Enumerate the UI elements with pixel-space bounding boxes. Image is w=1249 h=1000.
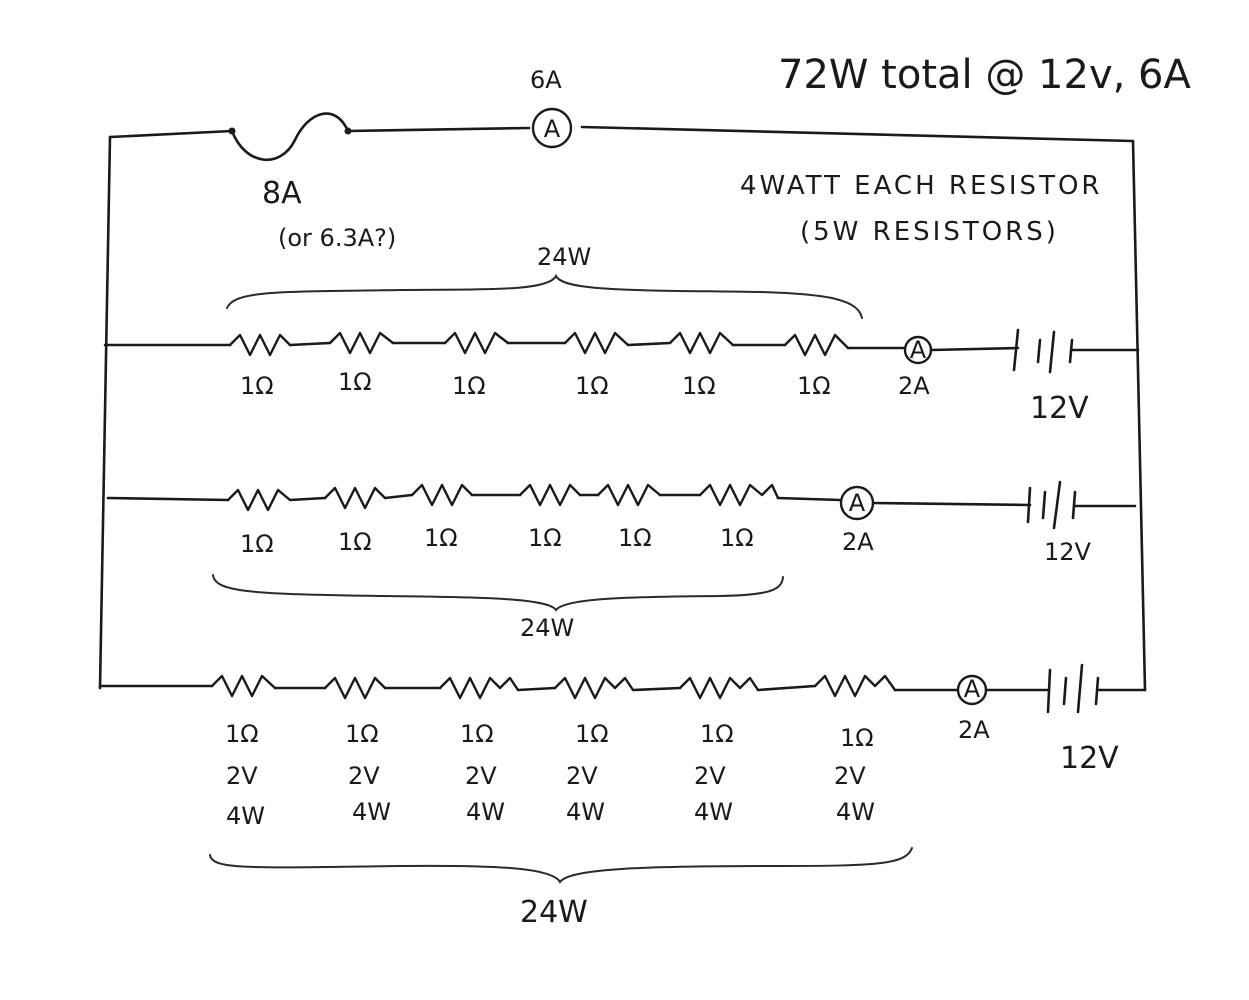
fuse-rating: 8A <box>262 176 302 211</box>
branch-2-r6-label: 1Ω <box>720 524 754 552</box>
branch-3-v5-label: 2V <box>694 762 726 790</box>
branch-2-r3-label: 1Ω <box>424 524 458 552</box>
diagram-title: 72W total @ 12v, 6A <box>778 52 1192 98</box>
branch-3-v6-label: 2V <box>834 762 866 790</box>
branch-1-r4-label: 1Ω <box>575 372 609 400</box>
branch-3-r6-label: 1Ω <box>840 724 874 752</box>
branch-3-r3-label: 1Ω <box>460 720 494 748</box>
resistor-3 <box>438 676 520 700</box>
resistor-note-2: (5W RESISTORS) <box>800 217 1059 247</box>
branch-3-w2-label: 4W <box>352 798 391 826</box>
resistor-4 <box>518 483 582 507</box>
resistor-1 <box>210 674 277 698</box>
branch-2-battery-voltage: 12V <box>1044 538 1092 566</box>
main-ammeter-reading: 6A <box>530 66 562 94</box>
branch-3-v1-label: 2V <box>226 762 258 790</box>
branch-2-ammeter-reading: 2A <box>842 528 874 556</box>
branch-1-ammeter-reading: 2A <box>898 372 930 400</box>
branch-1-r2-label: 1Ω <box>338 368 372 396</box>
left-rail <box>98 135 112 690</box>
branch-1-battery <box>1012 328 1074 374</box>
fuse-alt-rating: (or 6.3A?) <box>278 224 396 252</box>
branch-3-ammeter-reading: 2A <box>958 716 990 744</box>
resistor-2 <box>323 676 387 700</box>
branch-3-r2-label: 1Ω <box>345 720 379 748</box>
branch-3-r1-label: 1Ω <box>225 720 259 748</box>
branch-3-power-brace <box>209 847 913 884</box>
resistor-3 <box>410 483 474 507</box>
branch-1-power: 24W <box>537 243 591 271</box>
top-wire-left <box>108 129 234 139</box>
resistor-3 <box>443 331 510 355</box>
resistor-4 <box>553 676 635 700</box>
branch-3-v2-label: 2V <box>348 762 380 790</box>
fuse-symbol <box>228 112 352 162</box>
branch-3 <box>98 663 1147 884</box>
branch-2-r4-label: 1Ω <box>528 524 562 552</box>
resistor-1 <box>228 333 292 357</box>
branch-3-w4-label: 4W <box>566 798 605 826</box>
branch-3-v3-label: 2V <box>465 762 497 790</box>
resistor-note: 4WATT EACH RESISTOR <box>740 171 1102 201</box>
branch-3-r5-label: 1Ω <box>700 720 734 748</box>
top-wire-middle <box>346 126 531 133</box>
branch-3-battery-voltage: 12V <box>1060 741 1119 776</box>
branch-1-r1-label: 1Ω <box>240 372 274 400</box>
branch-1-power-brace <box>226 273 863 319</box>
branch-2-r5-label: 1Ω <box>618 524 652 552</box>
branch-1-r5-label: 1Ω <box>682 372 716 400</box>
resistor-1 <box>226 488 292 512</box>
branch-1-r6-label: 1Ω <box>797 372 831 400</box>
resistor-4 <box>563 331 630 355</box>
resistor-6 <box>783 333 850 357</box>
branch-3-w5-label: 4W <box>694 798 733 826</box>
branch-2 <box>106 480 1137 612</box>
branch-3-r4-label: 1Ω <box>575 720 609 748</box>
branch-3-power: 24W <box>520 895 588 930</box>
branch-2-battery <box>1026 480 1077 530</box>
right-rail <box>1131 139 1147 692</box>
branch-2-r1-label: 1Ω <box>240 530 274 558</box>
branch-2-power-brace <box>212 574 784 612</box>
branch-3-w1-label: 4W <box>226 802 265 830</box>
branch-1-battery-voltage: 12V <box>1030 391 1089 426</box>
top-wire-right <box>580 125 1135 143</box>
resistor-5 <box>596 483 662 507</box>
branch-3-ammeter-symbol: A <box>964 675 981 703</box>
branch-3-w3-label: 4W <box>466 798 505 826</box>
resistor-5 <box>678 676 760 700</box>
branch-1-ammeter-symbol: A <box>910 336 927 364</box>
resistor-6 <box>698 483 780 507</box>
branch-2-r2-label: 1Ω <box>338 528 372 556</box>
branch-1 <box>103 273 1140 374</box>
resistor-2 <box>323 486 387 510</box>
resistor-5 <box>668 331 735 355</box>
resistor-6 <box>813 674 897 698</box>
branch-1-r3-label: 1Ω <box>452 372 486 400</box>
main-ammeter-symbol: A <box>544 115 561 143</box>
branch-3-v4-label: 2V <box>566 762 598 790</box>
branch-2-power: 24W <box>520 614 574 642</box>
branch-3-w6-label: 4W <box>836 798 875 826</box>
branch-2-ammeter-symbol: A <box>849 489 866 517</box>
main-ammeter: A <box>531 107 573 149</box>
resistor-2 <box>328 331 395 355</box>
branch-3-battery <box>1046 663 1100 714</box>
